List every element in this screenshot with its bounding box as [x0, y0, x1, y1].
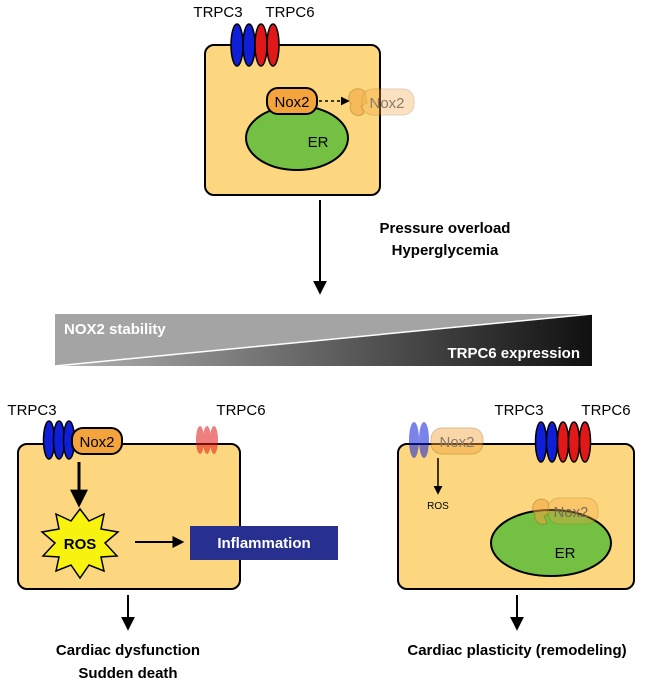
inflammation-label: Inflammation	[217, 535, 310, 552]
top-nox2-label: Nox2	[274, 94, 309, 111]
top-nox2-badge	[266, 87, 318, 115]
nox2-stability-label: NOX2 stability	[64, 321, 166, 338]
trpc3-channel-subunit	[534, 421, 548, 463]
right-cell: Nox2 ROS TRPC3 TRPC6 ER Nox2 Cardiac pla…	[397, 402, 635, 659]
trpc6-channel-subunit	[567, 421, 581, 463]
ros-label: ROS	[64, 536, 97, 553]
left-cell: TRPC3 TRPC6 Nox2 ROS Inflammation Cardia…	[7, 402, 338, 682]
inflammation-box	[190, 526, 338, 560]
trpc6-expression-label: TRPC6 expression	[447, 345, 580, 362]
top-channels	[230, 23, 280, 67]
right-ros-label: ROS	[427, 501, 449, 512]
trpc6-channel-subunit	[556, 421, 570, 463]
top-er-label: ER	[308, 134, 329, 151]
right-trpc6-label: TRPC6	[581, 402, 630, 419]
right-faded-trpc3	[409, 422, 429, 458]
trpc3-channel-subunit	[545, 421, 559, 463]
left-nox2-badge	[71, 427, 123, 455]
top-trpc3-label: TRPC3	[193, 4, 242, 21]
trpc6-channel-subunit	[578, 421, 592, 463]
top-er	[245, 105, 349, 171]
right-er-nox2-label: Nox2	[553, 504, 588, 521]
top-cell: TRPC3 TRPC6 ER Nox2 Nox2	[193, 4, 415, 196]
right-er-nox2-degraded	[532, 497, 599, 525]
left-outcome-line1: Cardiac dysfunction	[56, 642, 200, 659]
left-trpc3-label: TRPC3	[7, 402, 56, 419]
trpc3-channel-subunit	[230, 23, 244, 67]
top-nox2-degraded	[348, 88, 415, 116]
right-er-label: ER	[555, 545, 576, 562]
ros-starburst	[40, 507, 120, 580]
left-trpc3-channel	[42, 420, 76, 460]
left-nox2-label: Nox2	[79, 434, 114, 451]
right-trpc3-label: TRPC3	[494, 402, 543, 419]
right-er	[490, 509, 612, 577]
top-trpc6-label: TRPC6	[265, 4, 314, 21]
right-faded-nox2-badge	[430, 427, 484, 455]
left-trpc6-label: TRPC6	[216, 402, 265, 419]
stimulus-line2: Hyperglycemia	[392, 242, 499, 259]
trpc3-channel-subunit	[242, 23, 256, 67]
stimulus-line1: Pressure overload	[380, 220, 511, 237]
left-outcome-line2: Sudden death	[78, 665, 177, 682]
right-channels	[534, 421, 592, 463]
trpc6-channel-subunit	[266, 23, 280, 67]
trpc6-channel-subunit	[254, 23, 268, 67]
gradient-bar: NOX2 stability TRPC6 expression	[54, 313, 593, 367]
left-trpc6-channel	[196, 426, 218, 454]
right-outcome: Cardiac plasticity (remodeling)	[407, 642, 626, 659]
top-nox2-degraded-label: Nox2	[369, 95, 404, 112]
left-cell-body	[17, 443, 241, 590]
right-faded-nox2-label: Nox2	[439, 434, 474, 451]
